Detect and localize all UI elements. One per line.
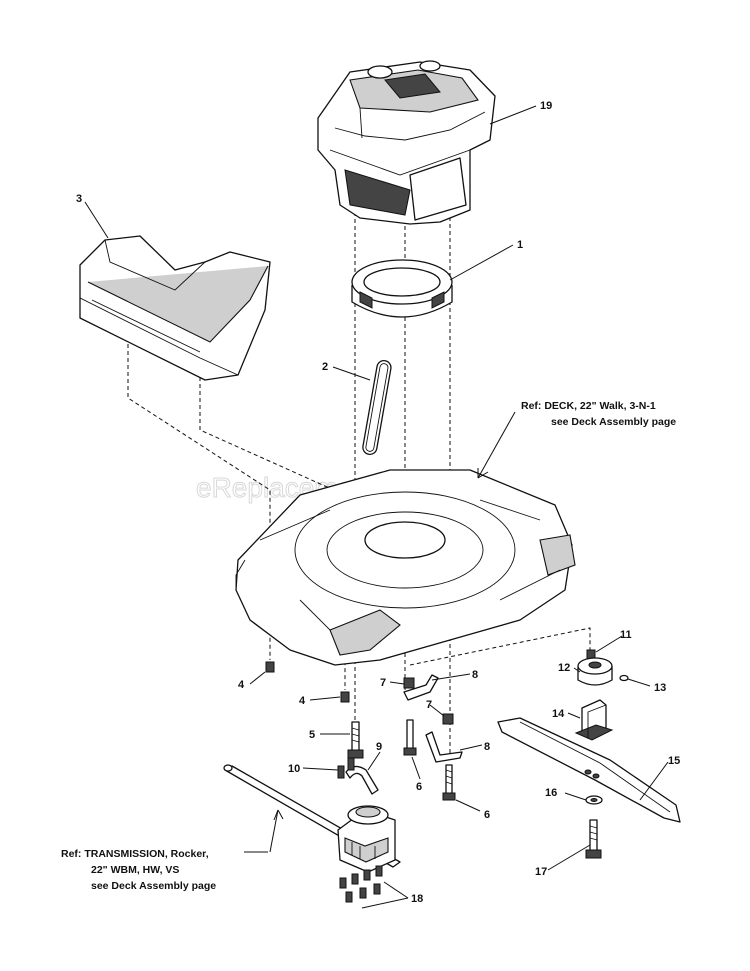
bolt-part-5[interactable] [347, 721, 364, 759]
deck-reference-line-1: Ref: DECK, 22" Walk, 3-N-1 [521, 400, 656, 412]
blade-adapter-part-12[interactable] [577, 657, 613, 686]
callout-3: 3 [76, 193, 82, 205]
clip-part-9[interactable] [345, 765, 379, 795]
callout-10: 10 [288, 763, 300, 775]
callout-1: 1 [517, 239, 523, 251]
nut-part-7a[interactable] [403, 677, 415, 689]
nut-part-4b[interactable] [340, 691, 350, 703]
screws-part-18[interactable] [339, 865, 383, 903]
transmission [337, 805, 396, 873]
key-part-13[interactable] [619, 674, 629, 682]
nut-part-4a[interactable] [265, 661, 275, 673]
blade-part-15[interactable] [497, 717, 681, 823]
callout-2: 2 [322, 361, 328, 373]
callout-8b: 8 [484, 741, 490, 753]
callout-9: 9 [376, 741, 382, 753]
transmission-reference-line-1: Ref: TRANSMISSION, Rocker, [61, 848, 209, 860]
leader-lines [84, 105, 669, 909]
callout-19: 19 [540, 100, 552, 112]
engine-part-19[interactable] [317, 60, 496, 225]
callout-6a: 6 [416, 781, 422, 793]
screw-part-10[interactable] [337, 757, 355, 779]
callout-15: 15 [668, 755, 680, 767]
bracket-part-8b[interactable] [425, 731, 463, 763]
callout-7b: 7 [426, 699, 432, 711]
washer-part-16[interactable] [585, 795, 603, 805]
callout-11: 11 [620, 629, 632, 641]
mount-ring-part-1[interactable] [351, 259, 453, 318]
nut-part-7b[interactable] [442, 713, 454, 725]
bolt-part-6a[interactable] [403, 719, 417, 756]
callout-16: 16 [545, 787, 557, 799]
callout-18: 18 [411, 893, 423, 905]
callout-7a: 7 [380, 677, 386, 689]
transmission-reference: Ref: TRANSMISSION, Rocker, 22" WBM, HW, … [61, 848, 216, 892]
rear-guard-part-3[interactable] [79, 235, 271, 381]
belt-part-2[interactable] [362, 359, 392, 456]
callout-5: 5 [309, 729, 315, 741]
blade-bolt-part-17[interactable] [585, 819, 602, 859]
deck-reference-line-2: see Deck Assembly page [551, 416, 676, 428]
callout-4b: 4 [299, 695, 306, 707]
callout-6b: 6 [484, 809, 490, 821]
bracket-part-8a[interactable] [403, 674, 439, 701]
mower-deck [235, 469, 576, 666]
callout-13: 13 [654, 682, 666, 694]
deck-reference: Ref: DECK, 22" Walk, 3-N-1 see Deck Asse… [521, 400, 676, 428]
hub-part-14[interactable] [574, 699, 614, 741]
callout-14: 14 [552, 708, 565, 720]
callout-12: 12 [558, 662, 570, 674]
callout-17: 17 [535, 866, 547, 878]
callout-4a: 4 [238, 679, 245, 691]
callout-labels: 19 1 3 2 4 4 5 6 6 7 7 8 8 9 10 11 12 13… [76, 100, 680, 905]
transmission-reference-line-2: 22" WBM, HW, VS [91, 864, 179, 876]
bolt-part-6b[interactable] [442, 764, 456, 801]
transmission-reference-line-3: see Deck Assembly page [91, 880, 216, 892]
callout-8a: 8 [472, 669, 478, 681]
